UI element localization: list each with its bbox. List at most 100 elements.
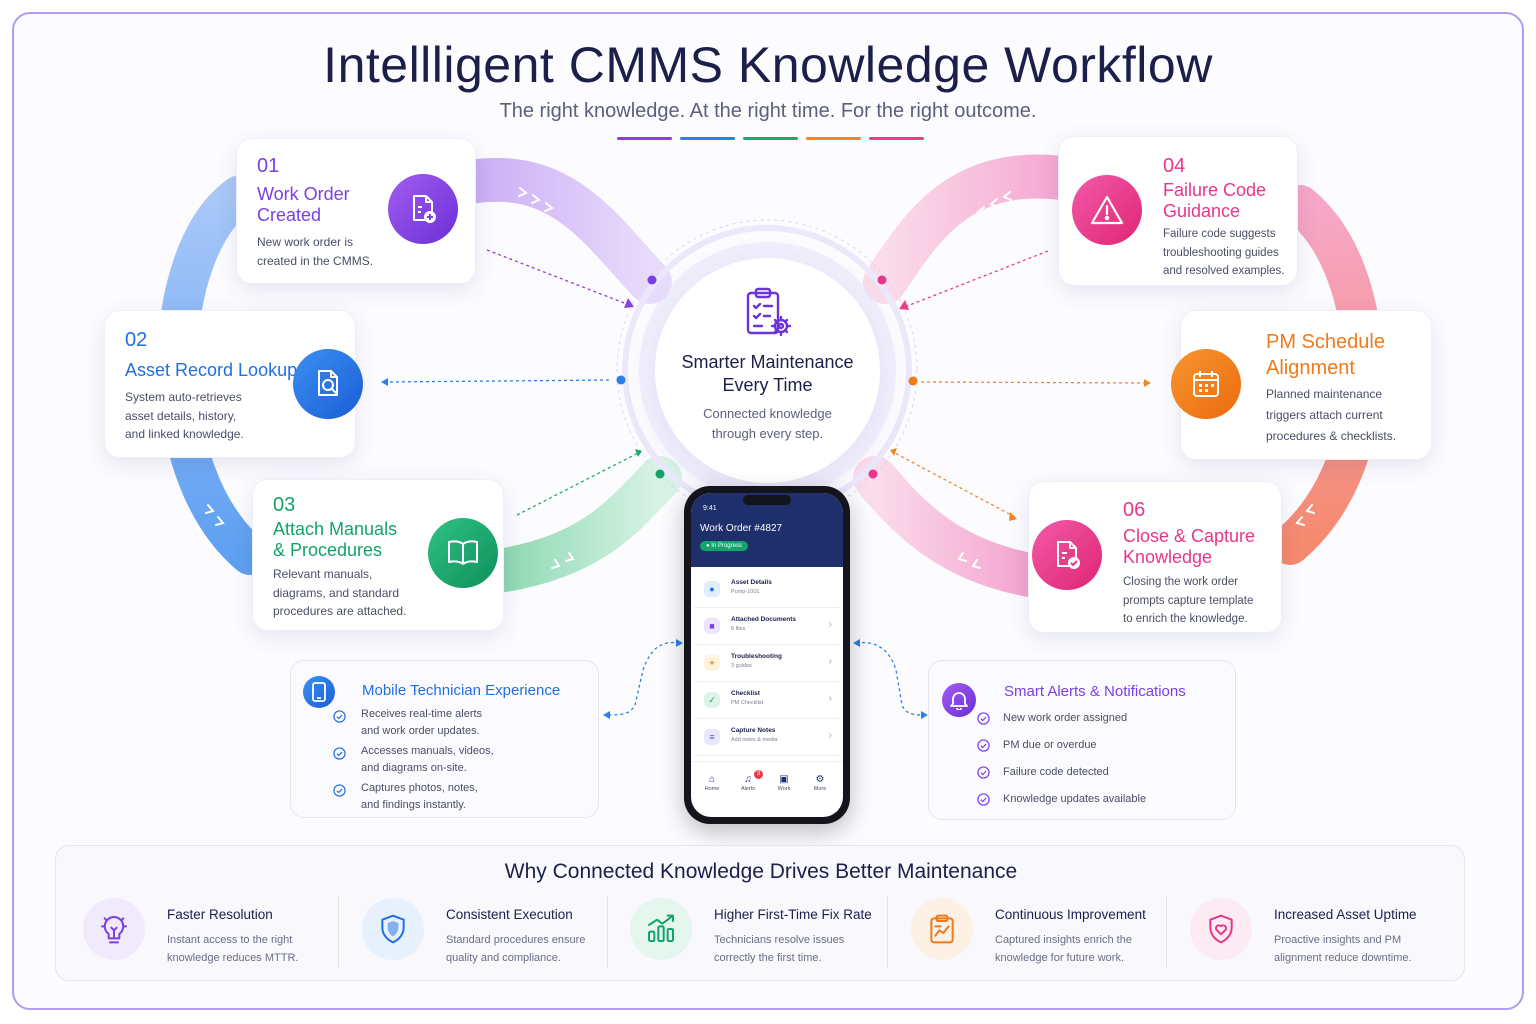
step-title: Asset Record Lookup [125,360,298,380]
step-number: 03 [273,494,296,516]
mobile-phone-mockup: 9:41 Work Order #4827 ● In Progress ● Ass… [684,486,850,824]
nav-item-alerts[interactable]: ♫Alerts [733,774,763,792]
phone-screen: 9:41 Work Order #4827 ● In Progress ● Ass… [691,493,843,817]
step-number: 01 [257,155,280,177]
phone-item-title: Capture Notes [731,727,776,734]
step-card-03[interactable]: 03 Attach Manuals& Procedures Relevant m… [252,479,504,631]
lightbulb-icon [83,898,145,960]
phone-notch [743,495,791,505]
chevron-right-icon: › [828,656,832,667]
phone-item-subtitle: Pump-1001 [731,589,760,595]
phone-list-item[interactable]: ✓ Checklist PM Checklist › [694,682,840,719]
asset-icon: ● [704,581,720,597]
phone-item-title: Attached Documents [731,616,797,623]
benefit-title: Faster Resolution [167,907,273,922]
benefit-title: Higher First-Time Fix Rate [714,907,872,922]
nav-label: Work [777,786,791,792]
smartphone-icon [303,676,335,708]
page-subtitle: The right knowledge. At the right time. … [499,100,1037,122]
phone-time: 9:41 [703,505,717,512]
warning-triangle-icon [1072,175,1142,245]
alert-item: PM due or overdue [977,737,1097,754]
panel-title: Mobile Technician Experience [362,682,561,699]
phone-list-item[interactable]: ■ Attached Documents 5 files › [694,608,840,645]
benefits-section: Why Connected Knowledge Drives Better Ma… [55,845,1465,981]
nav-item-home[interactable]: ⌂Home [697,774,727,792]
benefit-title: Increased Asset Uptime [1274,907,1417,922]
title-accent-bar [617,137,672,140]
note-icon: ≡ [704,729,720,745]
step-title: Attach Manuals& Procedures [273,519,398,560]
step-card-02[interactable]: 02 Asset Record Lookup System auto-retri… [104,310,363,458]
work-order-title: Work Order #4827 [700,523,783,534]
phone-item-title: Asset Details [731,579,772,586]
benefit-divider [887,896,888,968]
alert-item: Knowledge updates available [977,791,1146,808]
page-title: Intellligent CMMS Knowledge Workflow [323,37,1213,93]
document-search-icon [293,349,363,419]
nav-label: More [813,786,827,792]
nav-item-work[interactable]: ▣Work [769,774,799,792]
title-accent-bars [617,137,924,140]
phone-item-title: Checklist [731,690,760,697]
feature-item: Captures photos, notes,and findings inst… [333,780,478,813]
shield-icon [362,898,424,960]
status-badge: ● In Progress [700,541,748,551]
alert-item: Failure code detected [977,764,1109,781]
mobile-technician-panel: Mobile Technician Experience Receives re… [290,660,599,818]
chevron-right-icon: › [828,693,832,704]
document-check-icon [1032,520,1102,590]
nav-label: Home [704,786,720,792]
phone-item-subtitle: 5 files [731,626,746,632]
benefit-title: Consistent Execution [446,907,573,922]
title-accent-bar [869,137,924,140]
home-icon: ⌂ [708,774,716,785]
clipboard-gear-icon [743,286,793,343]
phone-header: 9:41 Work Order #4827 ● In Progress [691,493,843,567]
calendar-icon [1171,349,1241,419]
title-accent-bar [743,137,798,140]
bar-chart-icon [630,898,692,960]
panel-title: Smart Alerts & Notifications [1004,683,1186,700]
document-plus-icon [388,174,458,244]
folder-icon: ■ [704,618,720,634]
bell-icon: ♫ [744,774,752,785]
chevron-right-icon: › [828,619,832,630]
checklist-icon: ✓ [704,692,720,708]
alert-count-badge: 3 [754,770,763,779]
lightbulb-icon: ✦ [704,655,720,671]
nav-item-more[interactable]: ⚙More [805,774,835,792]
title-accent-bar [680,137,735,140]
phone-item-subtitle: Add notes & media [731,737,778,743]
heart-shield-icon [1190,898,1252,960]
phone-item-subtitle: PM Checklist [731,700,764,706]
bell-icon [942,683,976,717]
